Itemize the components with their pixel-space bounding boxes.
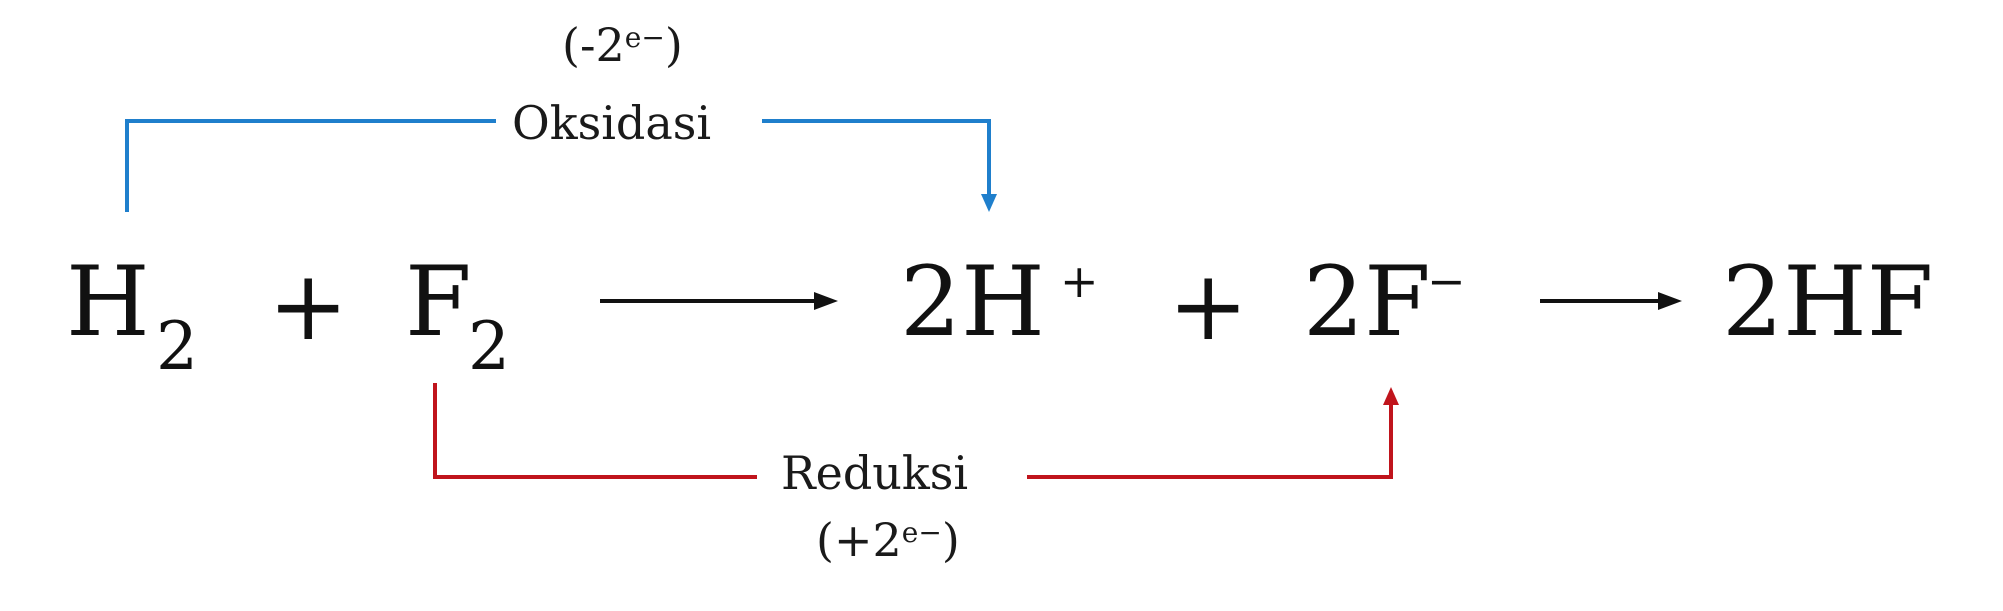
reduction-label: Reduksi xyxy=(781,446,969,500)
oxidation-bracket-left xyxy=(125,119,496,212)
reactant-h2-symbol: H xyxy=(66,246,150,358)
reduction-electrons-open: (+2 xyxy=(816,513,902,567)
reduction-electron-letter: e xyxy=(901,516,919,549)
plus-sign-1: + xyxy=(268,250,349,362)
ion-f-minus-base: 2F xyxy=(1303,246,1431,358)
ion-f-minus-charge: − xyxy=(1427,254,1466,308)
plus-sign-2: + xyxy=(1168,250,1249,362)
reduction-electron-charge: − xyxy=(918,516,942,549)
reactant-h2-subscript: 2 xyxy=(156,308,198,385)
reduction-arrowhead xyxy=(1383,387,1399,405)
reduction-electrons: (+2e−) xyxy=(816,517,960,563)
reactant-f2-symbol: F xyxy=(405,246,472,358)
oxidation-electron-letter: e xyxy=(624,21,642,54)
reaction-arrow-1-head xyxy=(814,292,838,310)
reduction-bracket-right xyxy=(1027,403,1393,479)
oxidation-label: Oksidasi xyxy=(512,96,712,150)
reduction-electron-symbol: e− xyxy=(902,516,942,549)
reactant-f2-subscript: 2 xyxy=(468,308,510,385)
ion-h-plus: 2H xyxy=(900,254,1045,350)
reaction-arrow-2-head xyxy=(1658,292,1682,310)
oxidation-bracket-right xyxy=(762,119,991,196)
oxidation-electrons-close: ) xyxy=(664,18,683,72)
ion-h-plus-charge: + xyxy=(1060,254,1099,308)
product-hf: 2HF xyxy=(1722,246,1934,358)
reduction-bracket-left xyxy=(433,383,757,479)
oxidation-electrons-open: (-2 xyxy=(562,18,625,72)
oxidation-arrowhead xyxy=(981,194,997,212)
oxidation-electron-charge: − xyxy=(641,21,665,54)
ion-f-minus: 2F xyxy=(1303,254,1431,350)
oxidation-electrons: (-2e−) xyxy=(562,22,683,68)
reduction-electrons-close: ) xyxy=(941,513,960,567)
oxidation-electron-symbol: e− xyxy=(625,21,665,54)
ion-h-plus-base: 2H xyxy=(900,246,1045,358)
